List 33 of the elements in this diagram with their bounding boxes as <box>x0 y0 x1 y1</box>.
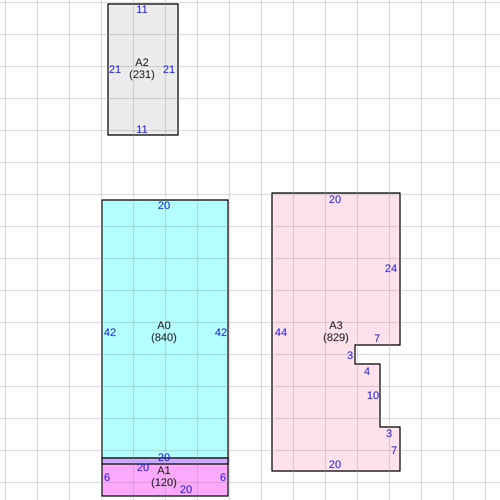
dimension-label: 4 <box>364 366 370 378</box>
dimension-label: 42 <box>104 327 116 339</box>
dimension-label: 20 <box>136 462 150 474</box>
dimension-label: 3 <box>346 350 354 362</box>
area-value: (120) <box>151 477 177 489</box>
dimension-label: 20 <box>328 459 342 471</box>
area-value: (829) <box>323 332 349 344</box>
dimension-label: 20 <box>180 484 192 496</box>
room-area <box>272 193 400 471</box>
room-area <box>108 4 178 135</box>
dimension-label: 3 <box>386 428 392 440</box>
dimension-label: 21 <box>108 64 122 76</box>
dimension-label: 11 <box>136 4 148 16</box>
dimension-label: 44 <box>274 327 288 339</box>
dimension-label: 20 <box>158 452 170 464</box>
room-name: A0 <box>157 320 171 332</box>
dimension-label: 7 <box>390 445 398 457</box>
dimension-label: 6 <box>220 472 226 484</box>
room-name: A3 <box>329 320 343 332</box>
room-name: A1 <box>157 465 171 477</box>
dimension-label: 42 <box>214 327 228 339</box>
room-area <box>102 200 228 464</box>
dimension-label: 11 <box>136 124 148 136</box>
dimension-label: 20 <box>328 194 342 206</box>
area-value: (231) <box>129 69 155 81</box>
room-name: A2 <box>135 57 149 69</box>
dimension-label: 24 <box>384 263 398 275</box>
dimension-label: 20 <box>158 200 170 212</box>
dimension-label: 7 <box>374 333 380 345</box>
dimension-label: 6 <box>104 472 110 484</box>
dimension-label: 21 <box>162 64 176 76</box>
area-value: (840) <box>151 332 177 344</box>
dimension-label: 10 <box>366 390 380 402</box>
